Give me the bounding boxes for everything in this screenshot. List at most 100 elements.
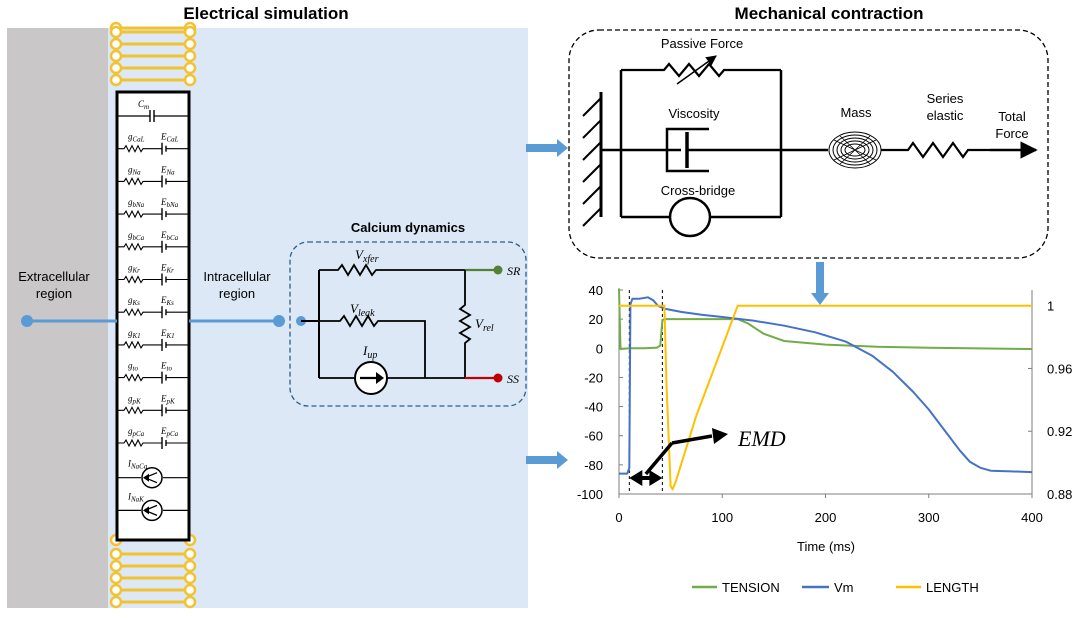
legend-label: TENSION	[722, 580, 780, 595]
mechanical-box	[568, 29, 1049, 259]
lipid-head	[109, 595, 123, 609]
lipid-head	[109, 583, 123, 597]
vxfer-label: Vxfer	[355, 247, 379, 265]
conductance-label: INaK	[127, 491, 144, 503]
conductance-label: gNa	[128, 164, 141, 176]
iup-label: Iup	[362, 343, 377, 361]
lipid-bilayer	[109, 21, 197, 609]
extracellular-node	[21, 315, 33, 327]
lipid-head	[183, 571, 197, 585]
reversal-label: EKr	[160, 263, 174, 275]
membrane-component: Cm	[117, 99, 189, 122]
emd-label: EMD	[737, 426, 786, 451]
y-tick-label-left: 0	[596, 341, 603, 356]
membrane-component: gpK EpK	[117, 393, 189, 417]
arrow-to-chart	[526, 451, 568, 469]
y-tick-label-left: 40	[589, 283, 603, 298]
mechanical-header: Mechanical contraction	[735, 4, 924, 23]
conductance-label: gpCa	[128, 426, 145, 438]
conductance-label: gCaL	[128, 132, 145, 144]
conductance-label: INaCa	[127, 459, 148, 471]
viscosity-dashpot	[665, 127, 709, 173]
lipid-head	[183, 547, 197, 561]
y-tick-label-left: -100	[577, 487, 603, 502]
emd-pointer-head	[712, 428, 728, 444]
lipid-head	[109, 61, 123, 75]
emd-pointer	[671, 434, 713, 445]
conductance-label: gto	[128, 361, 138, 373]
legend-label: LENGTH	[926, 580, 979, 595]
reversal-label: EK1	[160, 328, 175, 340]
lipid-head	[183, 559, 197, 573]
extracellular-label-line1: Extracellular	[18, 269, 90, 284]
intracellular-node	[273, 315, 285, 327]
arrow-to-mechanical	[526, 139, 568, 157]
emd-arrowhead-left	[629, 470, 643, 486]
lipid-head	[109, 49, 123, 63]
sr-node	[493, 265, 503, 275]
total-force-label-line2: Force	[995, 126, 1028, 141]
electrical-header: Electrical simulation	[183, 4, 348, 23]
reversal-label: ENa	[160, 164, 175, 176]
series-elastic-label-line1: Series	[927, 91, 964, 106]
reversal-label: EKs	[160, 295, 174, 307]
mass-label: Mass	[840, 105, 872, 120]
lipid-head	[109, 73, 123, 87]
total-force-label-line1: Total	[998, 109, 1026, 124]
reversal-label: EbCa	[160, 230, 179, 242]
vrel-resistor	[458, 270, 472, 378]
conductance-label: gKr	[128, 263, 140, 275]
vxfer-resistor	[319, 263, 465, 277]
reversal-label: EbNa	[160, 197, 179, 209]
y-tick-label-left: -40	[584, 400, 603, 415]
conductance-label: gK1	[128, 328, 141, 340]
vrel-label: Vrel	[475, 316, 494, 334]
cross-bridge-element	[668, 196, 712, 238]
lipid-head	[109, 25, 123, 39]
membrane-component: gto Eto	[117, 361, 189, 384]
lipid-head	[183, 37, 197, 51]
lipid-head	[183, 25, 197, 39]
membrane-component: gNa ENa	[117, 164, 189, 188]
conductance-label: gbNa	[128, 197, 145, 209]
series-spring	[881, 141, 990, 159]
y-tick-label-right: 0.88	[1047, 487, 1072, 502]
conductance-label: gpK	[128, 393, 141, 405]
calcium-dynamics-title: Calcium dynamics	[351, 220, 465, 235]
lipid-head	[109, 37, 123, 51]
y-tick-label-left: -80	[584, 458, 603, 473]
y-tick-label-left: -60	[584, 429, 603, 444]
series-line-tension	[618, 288, 1033, 350]
calcium-dynamics-box	[289, 241, 527, 407]
ss-node	[493, 373, 503, 383]
reversal-label: Eto	[160, 361, 172, 373]
membrane-component: INaCa	[117, 459, 189, 489]
x-tick-label: 100	[711, 510, 733, 525]
lipid-head	[183, 595, 197, 609]
series-line-vm	[619, 296, 1033, 475]
membrane-component: gK1 EK1	[117, 328, 189, 351]
series-elastic-label-line2: elastic	[927, 108, 964, 123]
lipid-head	[183, 61, 197, 75]
calcium-circuit: SR SS	[301, 263, 521, 395]
intracellular-label-line2: region	[219, 286, 255, 301]
passive-force-label: Passive Force	[661, 36, 743, 51]
lipid-head	[109, 571, 123, 585]
y-tick-label-left: 20	[589, 312, 603, 327]
reversal-label: EpK	[160, 393, 175, 405]
mass-element	[828, 131, 882, 169]
membrane-component: gbNa EbNa	[117, 197, 189, 221]
viscosity-label: Viscosity	[668, 106, 720, 121]
passive-spring	[621, 62, 781, 78]
mechanical-model	[582, 55, 1038, 238]
x-tick-label: 200	[815, 510, 837, 525]
x-tick-label: 0	[615, 510, 622, 525]
series-line-length	[619, 304, 1032, 491]
sr-label: SR	[507, 264, 521, 278]
conductance-label: gbCa	[128, 230, 145, 242]
